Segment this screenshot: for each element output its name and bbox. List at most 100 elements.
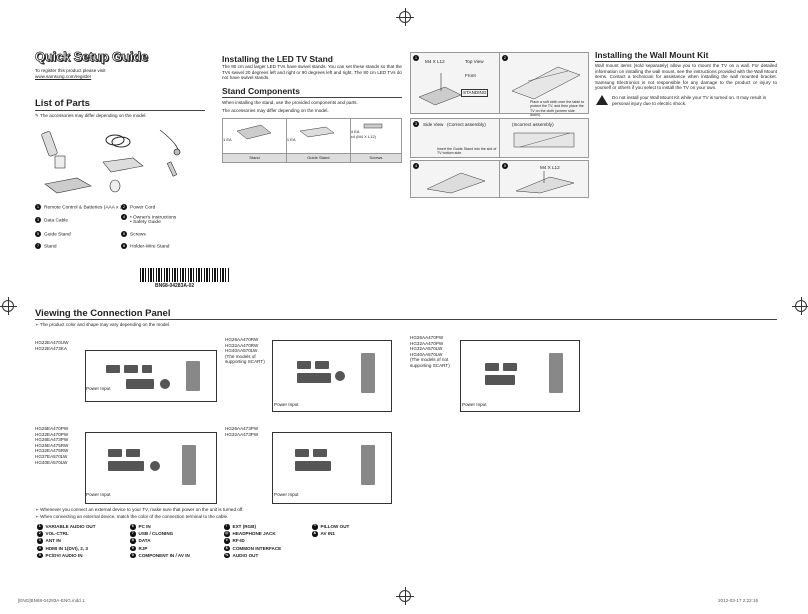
- guide-stand-qty: 1 EA: [286, 137, 296, 142]
- register-link[interactable]: www.samsung.com/register: [35, 74, 92, 79]
- parts-note-text: The accessories may differ depending on …: [40, 113, 147, 118]
- model-name: HG32EA470PW: [35, 431, 69, 437]
- legend-number: 4: [37, 545, 43, 552]
- model-name: HG40AA570LW: [225, 348, 258, 354]
- warning-icon: [596, 95, 608, 105]
- legend-label: VARIABLE AUDIO OUT: [45, 524, 96, 529]
- port: [503, 363, 517, 371]
- stand-components-table: 1 EA 1 EA 4 EA x4 (M4 X L12) Stand Guide…: [222, 118, 403, 164]
- port: [297, 373, 331, 383]
- model-name: HG37EA570LW: [35, 453, 68, 459]
- connection-note-text: The product color and shape may vary dep…: [40, 322, 171, 327]
- divider: [35, 110, 205, 111]
- stand-cell: 1 EA: [222, 118, 287, 154]
- port: [549, 353, 563, 393]
- model-list: HG26EA470PW HG32EA470PW HG26EA473PW HG26…: [35, 426, 68, 465]
- port: [295, 461, 331, 471]
- legend-label: PC IN: [138, 524, 151, 529]
- stand-figure-3: 3 Side View (Correct assembly) Insert th…: [410, 118, 500, 158]
- table-header: Guide Stand: [285, 152, 351, 164]
- divider: [222, 97, 402, 98]
- list-of-parts-heading: List of Parts: [35, 98, 90, 109]
- screw-icon: [364, 123, 383, 129]
- installing-stand-heading: Installing the LED TV Stand: [222, 54, 333, 64]
- legend-item: @HEADPHONE JACK: [224, 530, 281, 537]
- power-input-label: Power Input: [274, 402, 299, 407]
- model-list: HG22EA470UW HG22EA473KA: [35, 340, 68, 351]
- model-name: HG26AA470PW: [410, 335, 444, 340]
- port: [335, 371, 345, 381]
- arrow-icon: ➢: [35, 322, 41, 327]
- registration-mark-top: [396, 8, 414, 26]
- model-list: HG26AA473PW HG32AA473PW: [225, 426, 258, 437]
- guide-stand-cell: 1 EA: [285, 118, 351, 154]
- legend-number: 0: [130, 552, 136, 559]
- screws-qty: 4 EA: [350, 129, 360, 134]
- legend-number: !: [224, 524, 230, 530]
- legend-label: RJP: [138, 545, 148, 551]
- item-number: 8: [121, 243, 127, 249]
- legend-label: PILLOW OUT: [320, 524, 350, 529]
- guide-stand-icon: [299, 126, 336, 138]
- guide-stand-icon: [102, 157, 144, 173]
- arrow-icon: ➢: [35, 514, 41, 519]
- legend-number: #: [224, 538, 230, 544]
- item-number: 5: [35, 231, 41, 237]
- screw-note: M4 X L12: [425, 59, 445, 64]
- legend-number: 1: [37, 524, 43, 530]
- wall-mount-warning: Do not install your Wall Mount Kit while…: [612, 95, 767, 106]
- warning-label: STANDING: [461, 89, 489, 97]
- port: [315, 361, 329, 369]
- connection-note: ➢ When connecting an external device, ma…: [35, 514, 228, 520]
- item-number: 3: [35, 217, 41, 223]
- wall-mount-heading: Installing the Wall Mount Kit: [595, 50, 709, 60]
- model-name: HG26EA475RW: [35, 442, 69, 448]
- stand-figure-6: 5 M4 X L12: [499, 160, 589, 198]
- port: [485, 363, 499, 371]
- model-name: HG22EA473KA: [35, 345, 67, 351]
- side-view-label: Side View: [423, 122, 444, 127]
- port: [295, 449, 309, 457]
- legend-column-3: !EXT (RGB) @HEADPHONE JACK #RF-ID $COMMO…: [224, 523, 281, 559]
- wall-mount-body: Wall mount items (sold separately) allow…: [595, 63, 777, 91]
- port: [186, 361, 200, 391]
- screws-cell: 4 EA x4 (M4 X L12): [349, 118, 403, 154]
- legend-label: ANT IN: [45, 538, 61, 544]
- screw-spec: x4 (M4 X L12): [350, 134, 376, 139]
- stand-icon: [44, 177, 92, 194]
- incorrect-assembly-label: (Incorrect assembly): [512, 122, 554, 127]
- legend-item: &AV IN1: [312, 530, 349, 537]
- manual-icon: [54, 155, 66, 169]
- legend-label: HEADPHONE JACK: [232, 531, 276, 537]
- legend-item: #RF-ID: [224, 537, 281, 544]
- model-name: HG32AA470PW: [410, 340, 444, 346]
- parts-note: ✎ The accessories may differ depending o…: [35, 113, 147, 119]
- components-note-2: The accessories may differ depending on …: [222, 108, 329, 113]
- screw-icon: [166, 161, 178, 177]
- legend-number: %: [224, 552, 230, 559]
- port: [142, 365, 152, 373]
- step-number: 2: [502, 55, 508, 61]
- step-caption: Place a soft cloth over the table to pro…: [530, 100, 585, 118]
- stand-figure-5: 4: [410, 160, 500, 198]
- model-name: HG32EA475RW: [35, 448, 69, 454]
- legend-number: 5: [37, 552, 43, 559]
- connection-note-text: When connecting an external device, matc…: [40, 514, 229, 519]
- legend-item: ^PILLOW OUT: [312, 523, 349, 530]
- table-header: Stand: [222, 152, 287, 164]
- step-number: 1: [413, 55, 419, 61]
- legend-label: AUDIO OUT: [232, 552, 259, 558]
- model-name: HG22EA470UW: [35, 340, 69, 345]
- front-label: Front: [465, 73, 476, 78]
- connection-panel-heading: Viewing the Connection Panel: [35, 308, 171, 319]
- divider: [35, 319, 777, 320]
- legend-label: DATA: [138, 538, 151, 544]
- legend-item: $COMMON INTERFACE: [224, 545, 281, 552]
- parts-illustrations: [41, 129, 181, 194]
- registration-mark-right: [792, 297, 808, 315]
- model-name: HG40EA570LW: [35, 459, 68, 465]
